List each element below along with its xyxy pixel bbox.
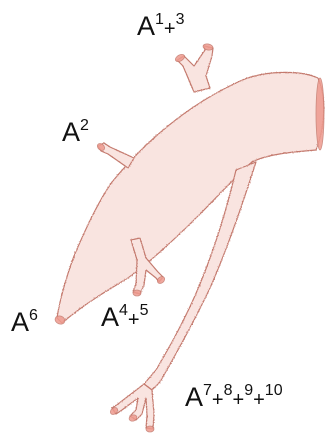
main-pulmonary-trunk xyxy=(57,72,324,323)
trunk-right-cut-end xyxy=(316,78,324,150)
label-a7-10-sup1: 7 xyxy=(203,382,212,399)
label-a2: A2 xyxy=(62,118,89,146)
label-a7-10-plus3: + xyxy=(253,389,265,411)
label-a6-base: A xyxy=(11,307,29,337)
label-a7-10-plus2: + xyxy=(233,389,245,411)
label-a1-3-sup1: 1 xyxy=(155,11,164,28)
label-a7-10: A7+8+9+10 xyxy=(185,383,283,411)
a710-terminal-branches xyxy=(112,384,154,429)
a45-left-cut-end xyxy=(133,290,141,296)
a13-branch xyxy=(177,46,213,92)
a710-cut-end-3 xyxy=(146,426,154,432)
label-a7-10-base: A xyxy=(185,382,203,412)
label-a4-5: A4+5 xyxy=(101,303,149,331)
label-a2-base: A xyxy=(62,117,80,147)
label-a4-5-sup1: 4 xyxy=(119,302,128,319)
label-a6: A6 xyxy=(11,308,38,336)
label-a4-5-plus: + xyxy=(128,309,140,331)
label-a7-10-plus1: + xyxy=(212,389,224,411)
label-a1-3-base: A xyxy=(137,11,155,41)
label-a7-10-sup4: 10 xyxy=(265,382,283,399)
label-a7-10-sup3: 9 xyxy=(244,382,253,399)
label-a1-3: A1+3 xyxy=(137,12,185,40)
label-a1-3-sup2: 3 xyxy=(176,11,185,28)
label-a4-5-sup2: 5 xyxy=(140,302,149,319)
label-a7-10-sup2: 8 xyxy=(224,382,233,399)
label-a6-sup1: 6 xyxy=(29,307,38,324)
label-a2-sup1: 2 xyxy=(80,117,89,134)
a13-right-cut-end xyxy=(203,43,214,51)
label-a4-5-base: A xyxy=(101,302,119,332)
label-a1-3-plus: + xyxy=(164,18,176,40)
